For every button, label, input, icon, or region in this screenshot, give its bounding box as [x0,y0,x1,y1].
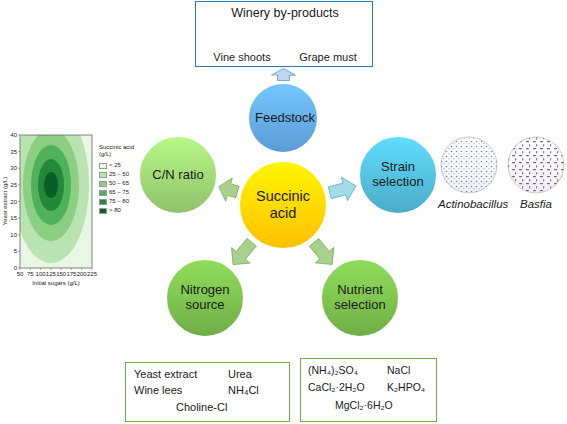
tick-label: 5 [14,248,17,255]
tick-label: 125 [46,271,56,278]
flow-arrow [219,178,239,201]
item-text: NaCl [387,364,410,376]
legend-swatch [99,190,107,196]
tick-label: 15 [10,215,17,222]
box-heading: Winery by-products [196,6,374,20]
item-text: CaCl₂·2H₂O [308,381,365,393]
contour-band [23,135,79,241]
legend-entry: 65 – 75 [99,189,129,196]
legend-swatch [99,199,107,205]
topic-circle: Nutrient selection [320,258,400,338]
flow-arrow [328,177,356,200]
flow-arrow [232,238,257,264]
legend-text: > 80 [109,207,121,213]
item-text: Vine shoots [202,51,282,63]
legend-entry: > 80 [99,207,121,214]
legend-entry: 75 – 80 [99,198,129,205]
legend-swatch [99,163,107,169]
axis-title: Initial sugars (g/L) [32,280,80,287]
circle-fill [166,259,244,337]
circle-fill [359,136,437,214]
circle-label: Nutrient selection [320,283,400,313]
circle-fill [321,259,399,337]
tick-label: 20 [10,198,17,205]
tick-label: 30 [10,165,17,172]
legend-title: Succinic acid (g/L) [99,144,137,158]
tick-label: 200 [77,271,87,278]
tick-label: 175 [66,271,76,278]
topic-circle: Strain selection [358,135,438,215]
micrograph: Actinobacillus [438,134,500,216]
tick-marks [18,135,92,270]
legend-text: 25 – 50 [109,171,129,177]
strain-name: Actinobacillus [438,198,500,210]
item-text: Choline-Cl [176,401,227,413]
contour-plot [13,107,92,270]
circle-label: Feedstock [247,111,319,126]
legend-swatch [99,172,107,178]
list-box: (NH₄)₂SO₄ NaClCaCl₂·2H₂O K₂HPO₄ MgCl₂·6H₂O [300,358,437,422]
contour-background [20,135,92,268]
list-box: Yeast extract UreaWine lees NH₄ClCholine-C… [125,362,290,422]
tick-label: 0 [14,265,17,272]
tick-label: 100 [36,271,46,278]
tick-label: 40 [10,132,17,139]
item-text: Urea [228,368,252,380]
tick-label: 10 [10,231,17,238]
legend-text: 50 – 65 [109,180,129,186]
legend-entry: 25 – 50 [99,171,129,178]
legend-text: 75 – 80 [109,198,129,204]
contour-band [44,172,58,198]
plot-frame [20,135,92,268]
item-text: Yeast extract [134,368,197,380]
circle-label: Strain selection [358,160,438,190]
tick-label: 225 [87,271,97,278]
legend-text: 65 – 75 [109,189,129,195]
item-text: (NH₄)₂SO₄ [308,364,358,376]
topic-circle: Feedstock [247,82,319,154]
contour-band [31,145,71,225]
legend-entry: 50 – 65 [99,180,129,187]
circle-fill [239,161,327,249]
legend-swatch [99,208,107,214]
legend-text: < 25 [109,162,121,168]
tick-label: 25 [10,181,17,188]
axis-title: Yeast extract (g/L) [2,177,9,225]
tick-label: 75 [27,271,34,278]
legend-swatch [99,181,107,187]
item-text: K₂HPO₄ [387,381,425,393]
tick-label: 150 [56,271,66,278]
micrograph-texture [441,137,497,193]
item-text: Wine lees [134,384,182,396]
tick-label: 35 [10,148,17,155]
contour-band [20,135,89,263]
flow-arrow [272,69,296,81]
contour-band [38,159,64,211]
circle-label: Succinic acid [238,188,328,221]
circle-label: C/N ratio [138,168,218,183]
topic-circle: C/N ratio [138,135,218,215]
circle-label: Nitrogen source [165,283,245,313]
tick-label: 50 [17,271,24,278]
circle-fill [441,137,497,193]
item-text: Grape must [288,51,368,63]
circle-fill [139,136,217,214]
micrograph-texture [508,137,564,193]
strain-name: Basfia [505,198,567,210]
legend-entry: < 25 [99,162,121,169]
feedstock-box: Winery by-productsVine shoots Grape must [195,1,373,67]
item-text: MgCl₂·6H₂O [335,399,393,411]
circle-fill [508,137,564,193]
topic-circle: Nitrogen source [165,258,245,338]
micrograph: Basfia [505,134,567,216]
flow-arrow [309,239,333,265]
item-text: NH₄Cl [228,384,259,396]
core-circle: Succinic acid [238,160,328,250]
circle-fill [248,83,318,153]
